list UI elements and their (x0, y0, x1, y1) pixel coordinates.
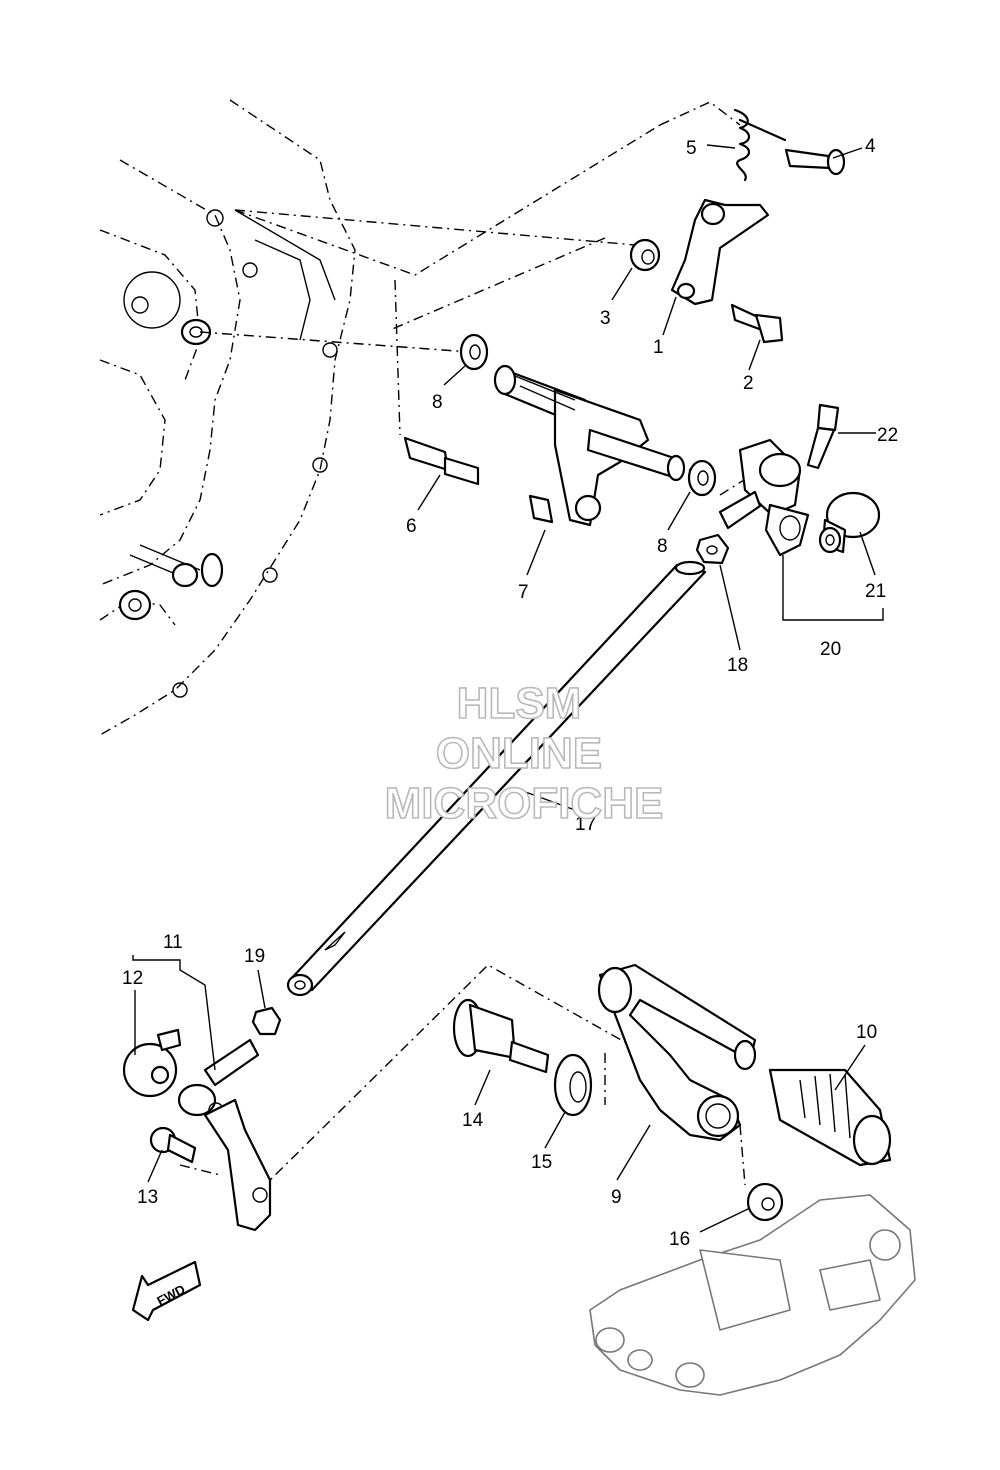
callout-7: 7 (518, 582, 529, 603)
watermark: HLSM ONLINE MICROFICHE (384, 678, 664, 829)
callout-8-upper: 8 (432, 392, 443, 413)
part-12-ball-end (122, 1028, 182, 1098)
callout-11: 11 (163, 932, 183, 953)
part-20-shift-arm (718, 438, 810, 557)
part-22-bolt (806, 403, 840, 470)
footrest-bracket-reference (589, 1194, 916, 1396)
part-8-washer-upper (459, 333, 489, 371)
callout-12: 12 (122, 968, 143, 989)
assembly-axis-lines (179, 101, 761, 1191)
part-11-rod-end (177, 1038, 260, 1118)
callout-15: 15 (531, 1152, 552, 1173)
callout-6: 6 (406, 516, 417, 537)
part-9-shift-pedal (597, 963, 757, 1142)
part-18-nut (695, 533, 730, 565)
callout-19: 19 (244, 946, 265, 967)
fwd-arrow-icon: FWD (131, 1260, 202, 1322)
callout-9: 9 (611, 1187, 622, 1208)
callout-21: 21 (865, 581, 886, 602)
callout-10: 10 (856, 1022, 877, 1043)
callout-5: 5 (686, 138, 697, 159)
part-16-washer (746, 1182, 784, 1222)
part-19-nut (251, 1006, 282, 1036)
callout-17: 17 (575, 814, 596, 835)
callout-1: 1 (653, 337, 664, 358)
callout-4: 4 (865, 136, 876, 157)
part-2-bolt (730, 303, 784, 344)
part-13-bolt (149, 1126, 197, 1164)
part-5-spring (733, 108, 787, 182)
watermark-line-1: HLSM (457, 679, 582, 728)
part-6-stud-bolt (403, 436, 480, 486)
part-8-washer-lower (687, 459, 717, 497)
callout-18: 18 (727, 655, 748, 676)
callout-2: 2 (743, 373, 754, 394)
part-1-stopper-lever (670, 198, 770, 306)
part-15-washer (553, 1053, 593, 1117)
callout-16: 16 (669, 1229, 690, 1250)
callout-8-lower: 8 (657, 536, 668, 557)
crankcase-outline (99, 99, 356, 736)
part-3-collar (629, 238, 661, 272)
part-14-pivot-bolt (452, 998, 550, 1074)
callout-20: 20 (820, 639, 841, 660)
shift-lever-arm (203, 1098, 272, 1232)
watermark-line-3: MICROFICHE (385, 779, 664, 828)
part-4-pin (784, 148, 846, 176)
callout-leaders (132, 144, 884, 1233)
callout-labels: 1 2 3 4 5 6 7 8 8 9 10 11 12 13 14 15 16… (122, 136, 898, 1250)
callout-22: 22 (877, 425, 898, 446)
part-10-pedal-rubber (768, 1068, 892, 1167)
watermark-line-2: ONLINE (436, 729, 602, 778)
callout-14: 14 (462, 1110, 484, 1131)
part-17-shift-rod (286, 560, 707, 997)
part-21-ball-joint (818, 491, 881, 554)
part-7-shift-shaft (493, 364, 686, 527)
callout-13: 13 (137, 1187, 158, 1208)
callout-3: 3 (600, 308, 611, 329)
